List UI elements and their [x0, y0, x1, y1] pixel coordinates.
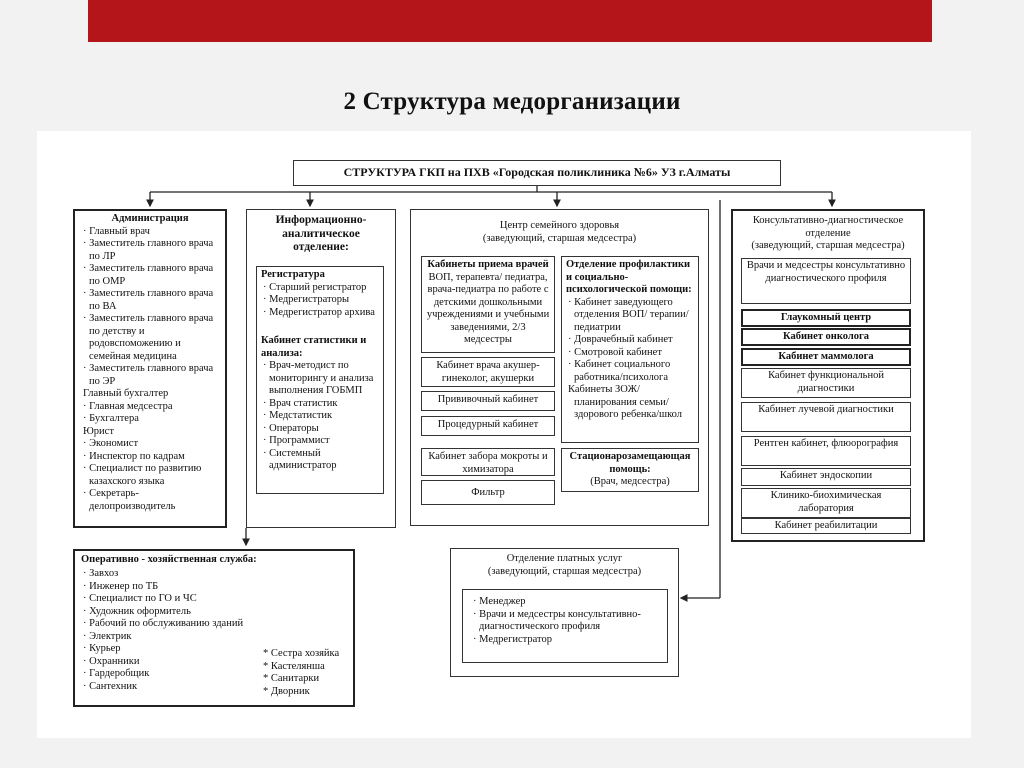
list-item: · Заместитель главного врача по ВА — [83, 288, 214, 312]
paid-title: Отделение платных услуг — [506, 553, 623, 564]
list-item: · Художник оформитель — [83, 605, 191, 617]
replacement-box: Стационарозамещающая помощь: (Врач, медс… — [561, 448, 699, 492]
list-item: · Курьер — [83, 643, 121, 654]
procedure-cabinet: Процедурный кабинет — [421, 416, 555, 436]
registry-list: · Старший регистратор · Медрегистраторы … — [261, 282, 379, 320]
list-item: · Заместитель главного врача по ОМР — [83, 263, 214, 287]
admin-box: Администрация · Главный врач · Заместите… — [73, 209, 227, 528]
list-item: · Смотровой кабинет — [568, 346, 662, 358]
list-item: · Системный администратор — [263, 447, 337, 472]
list-item: * Санитарки — [263, 673, 320, 684]
admin-list: · Главный врач · Заместитель главного вр… — [81, 226, 219, 514]
list-item: · Бухгалтера — [83, 413, 139, 424]
consult-item: Врачи и медсестры консультативно диагнос… — [741, 258, 911, 304]
prevention-title: Отделение профилактики и социально-психо… — [566, 259, 692, 295]
list-item: · Завхоз — [83, 568, 119, 579]
paid-subtitle: (заведующий, старшая медсестра) — [487, 565, 642, 577]
list-item: · Врач-методист по мониторингу и анализа… — [263, 360, 374, 396]
sputum-cabinet: Кабинет забора мокроты и химизатора — [421, 448, 555, 476]
list-item: · Медрегистратор — [473, 633, 552, 645]
ops-box: Оперативно - хозяйственная служба: · Зав… — [73, 549, 355, 707]
list-item: · Кабинет заведующего отделения ВОП/ тер… — [568, 296, 689, 333]
family-subtitle: (заведующий, старшая медсестра) — [482, 232, 637, 244]
list-item: · Главная медсестра — [83, 400, 173, 412]
list-item: · Электрик — [83, 630, 132, 642]
consult-item: Рентген кабинет, флюорография — [741, 436, 911, 466]
info-title: Информационно-аналитическое отделение: — [275, 214, 367, 253]
list-item: · Кабинет социального работника/психолог… — [568, 359, 671, 383]
list-item: · Главный врач — [83, 225, 150, 237]
list-item: · Специалист по ГО и ЧС — [83, 593, 197, 604]
list-item: · Медрегистраторы — [263, 294, 350, 305]
list-item: · Экономист — [83, 438, 139, 449]
family-title: Центр семейного здоровья — [499, 220, 620, 231]
list-item: * Кастелянша — [263, 660, 325, 672]
list-item: · Рабочий по обслуживанию зданий — [83, 618, 244, 629]
list-item: · Охранники — [83, 655, 140, 667]
stats-list: · Врач-методист по мониторингу и анализа… — [261, 360, 379, 473]
main-header: СТРУКТУРА ГКП на ПХВ «Городская поликлин… — [293, 160, 781, 186]
admin-title: Администрация — [111, 213, 189, 224]
prevention-box: Отделение профилактики и социально-психо… — [561, 256, 699, 443]
replacement-text: (Врач, медсестра) — [590, 476, 670, 487]
ops-list-right: * Сестра хозяйка * Кастелянша * Санитарк… — [261, 648, 351, 698]
list-item: · Программист — [263, 435, 330, 446]
consult-item: Кабинет эндоскопии — [741, 468, 911, 486]
paid-list: · Менеджер · Врачи и медсестры консульта… — [471, 596, 659, 646]
list-item: · Медстатистик — [263, 410, 333, 421]
consult-item: Кабинет маммолога — [741, 348, 911, 366]
consult-title: Консультативно-диагностическое отделение — [752, 215, 904, 239]
reception-box: Кабинеты приема врачей ВОП, терапевта/ п… — [421, 256, 555, 353]
ops-list-left: · Завхоз · Инженер по ТБ · Специалист по… — [81, 568, 271, 693]
list-item: · Врач статистик — [263, 397, 338, 409]
list-item: · Доврачебный кабинет — [568, 334, 673, 345]
list-item: · Секретарь-делопроизводитель — [83, 488, 176, 512]
consult-item: Глаукомный центр — [741, 309, 911, 327]
prevention-list: · Кабинет заведующего отделения ВОП/ тер… — [566, 297, 694, 422]
reception-title: Кабинеты приема врачей — [427, 259, 549, 270]
consult-item: Кабинет лучевой диагностики — [741, 402, 911, 432]
list-item: Главный бухгалтер — [83, 388, 169, 399]
slide-title: 2 Структура медорганизации — [343, 88, 681, 115]
list-item: · Специалист по развитию казахского язык… — [83, 463, 202, 487]
list-item: · Врачи и медсестры консультативно-диагн… — [473, 608, 641, 633]
consult-subtitle: (заведующий, старшая медсестра) — [751, 240, 905, 251]
list-item: Юрист — [83, 425, 114, 437]
registry-title: Регистратура — [261, 269, 325, 280]
list-item: · Операторы — [263, 422, 319, 434]
list-item: · Менеджер — [473, 596, 526, 607]
list-item: Кабинеты ЗОЖ/планирования семьи/ здорово… — [568, 384, 683, 420]
top-accent-bar — [88, 0, 932, 42]
list-item: · Инспектор по кадрам — [83, 450, 185, 462]
list-item: · Сантехник — [83, 680, 138, 692]
consult-item: Кабинет функциональной диагностики — [741, 368, 911, 398]
consult-item: Кабинет онколога — [741, 328, 911, 346]
vaccination-cabinet: Прививочный кабинет — [421, 391, 555, 411]
filter-cabinet: Фильтр — [421, 480, 555, 505]
list-item: * Дворник — [263, 685, 310, 697]
list-item: · Заместитель главного врача по ЭР — [83, 363, 214, 387]
reception-text: ВОП, терапевта/ педиатра, врача-педиатра… — [426, 271, 550, 346]
list-item: · Старший регистратор — [263, 281, 367, 293]
list-item: · Гардеробщик — [83, 668, 150, 679]
gyn-cabinet: Кабинет врача акушер-гинеколог, акушерки — [421, 357, 555, 387]
list-item: · Инженер по ТБ — [83, 580, 159, 592]
list-item: · Заместитель главного врача по ЛР — [83, 238, 214, 262]
stats-title: Кабинет статистики и анализа: — [261, 335, 367, 359]
list-item: * Сестра хозяйка — [263, 648, 340, 659]
replacement-title: Стационарозамещающая помощь: — [569, 451, 691, 475]
paid-inner-box: · Менеджер · Врачи и медсестры консульта… — [462, 589, 668, 663]
consult-item: Кабинет реабилитации — [741, 518, 911, 534]
info-inner-box: Регистратура · Старший регистратор · Мед… — [256, 266, 384, 494]
list-item: · Медрегистратор архива — [263, 306, 375, 318]
ops-title: Оперативно - хозяйственная служба: — [81, 554, 257, 565]
consult-item: Клинико-биохимическая лаборатория — [741, 488, 911, 518]
list-item: · Заместитель главного врача по детству … — [83, 313, 214, 362]
